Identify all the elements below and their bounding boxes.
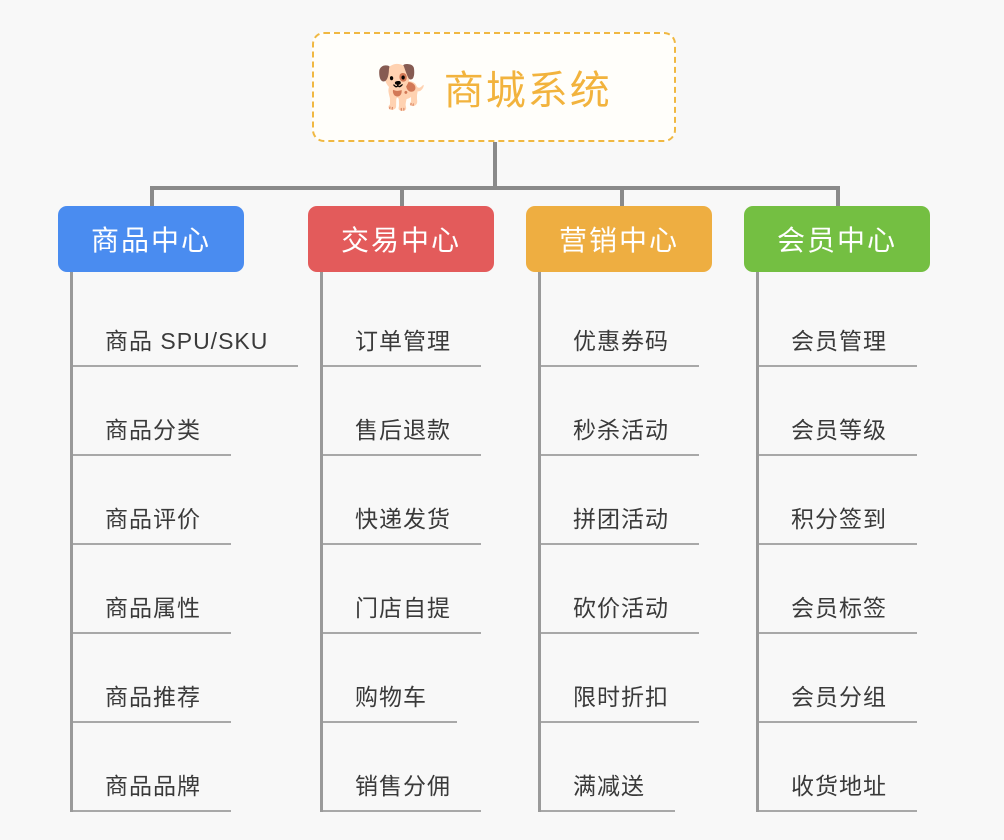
list-item[interactable]: 拼团活动 xyxy=(541,456,712,545)
list-item-label: 商品推荐 xyxy=(105,684,201,710)
list-item-label: 积分签到 xyxy=(791,506,887,532)
connector-drop-1 xyxy=(150,186,154,208)
list-item-label: 商品分类 xyxy=(105,417,201,443)
root-node[interactable]: 🐕 商城系统 xyxy=(312,32,676,142)
list-item-label: 会员等级 xyxy=(791,417,887,443)
list-item[interactable]: 限时折扣 xyxy=(541,634,712,723)
list-item-label: 售后退款 xyxy=(355,417,451,443)
list-item[interactable]: 会员等级 xyxy=(759,367,930,456)
list-item-label: 秒杀活动 xyxy=(573,417,669,443)
connector-drop-2 xyxy=(400,186,404,208)
category-column-1: 商品中心 商品 SPU/SKU 商品分类 商品评价 商品属性 商品推荐 商品品牌 xyxy=(58,206,299,812)
category-header-label: 交易中心 xyxy=(340,225,461,256)
list-item[interactable]: 购物车 xyxy=(323,634,494,723)
category-header-3[interactable]: 营销中心 xyxy=(526,206,712,272)
list-item-label: 砍价活动 xyxy=(573,595,669,621)
category-item-list-2: 订单管理 售后退款 快递发货 门店自提 购物车 销售分佣 xyxy=(320,272,494,812)
list-item-label: 商品 SPU/SKU xyxy=(105,328,269,354)
category-header-label: 会员中心 xyxy=(776,225,897,256)
list-item[interactable]: 优惠券码 xyxy=(541,278,712,367)
list-item-label: 销售分佣 xyxy=(355,773,451,799)
category-item-list-3: 优惠券码 秒杀活动 拼团活动 砍价活动 限时折扣 满减送 xyxy=(538,272,712,812)
list-item-label: 商品品牌 xyxy=(105,773,201,799)
category-item-list-1: 商品 SPU/SKU 商品分类 商品评价 商品属性 商品推荐 商品品牌 xyxy=(70,272,299,812)
list-item[interactable]: 订单管理 xyxy=(323,278,494,367)
list-item[interactable]: 收货地址 xyxy=(759,723,930,812)
list-item[interactable]: 砍价活动 xyxy=(541,545,712,634)
list-item-label: 购物车 xyxy=(355,684,427,710)
category-header-label: 商品中心 xyxy=(90,225,211,256)
list-item-label: 门店自提 xyxy=(355,595,451,621)
list-item[interactable]: 秒杀活动 xyxy=(541,367,712,456)
shiba-dog-face-icon: 🐕 xyxy=(376,63,430,112)
connector-root-vertical xyxy=(493,142,497,188)
category-column-2: 交易中心 订单管理 售后退款 快递发货 门店自提 购物车 销售分佣 xyxy=(308,206,494,812)
list-item[interactable]: 快递发货 xyxy=(323,456,494,545)
category-header-1[interactable]: 商品中心 xyxy=(58,206,244,272)
connector-drop-3 xyxy=(620,186,624,208)
category-header-label: 营销中心 xyxy=(558,225,679,256)
category-header-4[interactable]: 会员中心 xyxy=(744,206,930,272)
list-item-label: 快递发货 xyxy=(355,506,451,532)
connector-drop-4 xyxy=(836,186,840,208)
list-item[interactable]: 满减送 xyxy=(541,723,712,812)
connector-horizontal-bus xyxy=(150,186,840,190)
list-item-label: 会员标签 xyxy=(791,595,887,621)
list-item[interactable]: 会员分组 xyxy=(759,634,930,723)
category-header-2[interactable]: 交易中心 xyxy=(308,206,494,272)
list-item-label: 限时折扣 xyxy=(573,684,669,710)
category-column-3: 营销中心 优惠券码 秒杀活动 拼团活动 砍价活动 限时折扣 满减送 xyxy=(526,206,712,812)
list-item[interactable]: 商品属性 xyxy=(73,545,244,634)
list-item[interactable]: 商品评价 xyxy=(73,456,244,545)
list-item-label: 会员管理 xyxy=(791,328,887,354)
list-item[interactable]: 商品 SPU/SKU xyxy=(73,278,299,367)
list-item[interactable]: 商品品牌 xyxy=(73,723,244,812)
list-item-label: 会员分组 xyxy=(791,684,887,710)
list-item-label: 商品属性 xyxy=(105,595,201,621)
list-item-label: 拼团活动 xyxy=(573,506,669,532)
list-item-label: 订单管理 xyxy=(355,328,451,354)
list-item[interactable]: 会员标签 xyxy=(759,545,930,634)
list-item-label: 优惠券码 xyxy=(573,328,669,354)
list-item[interactable]: 商品推荐 xyxy=(73,634,244,723)
list-item[interactable]: 会员管理 xyxy=(759,278,930,367)
category-item-list-4: 会员管理 会员等级 积分签到 会员标签 会员分组 收货地址 xyxy=(756,272,930,812)
root-title: 商城系统 xyxy=(443,69,612,113)
list-item[interactable]: 销售分佣 xyxy=(323,723,494,812)
list-item-label: 满减送 xyxy=(573,773,645,799)
list-item-label: 商品评价 xyxy=(105,506,201,532)
list-item-label: 收货地址 xyxy=(791,773,887,799)
list-item[interactable]: 积分签到 xyxy=(759,456,930,545)
list-item[interactable]: 售后退款 xyxy=(323,367,494,456)
category-column-4: 会员中心 会员管理 会员等级 积分签到 会员标签 会员分组 收货地址 xyxy=(744,206,930,812)
list-item[interactable]: 商品分类 xyxy=(73,367,244,456)
list-item[interactable]: 门店自提 xyxy=(323,545,494,634)
